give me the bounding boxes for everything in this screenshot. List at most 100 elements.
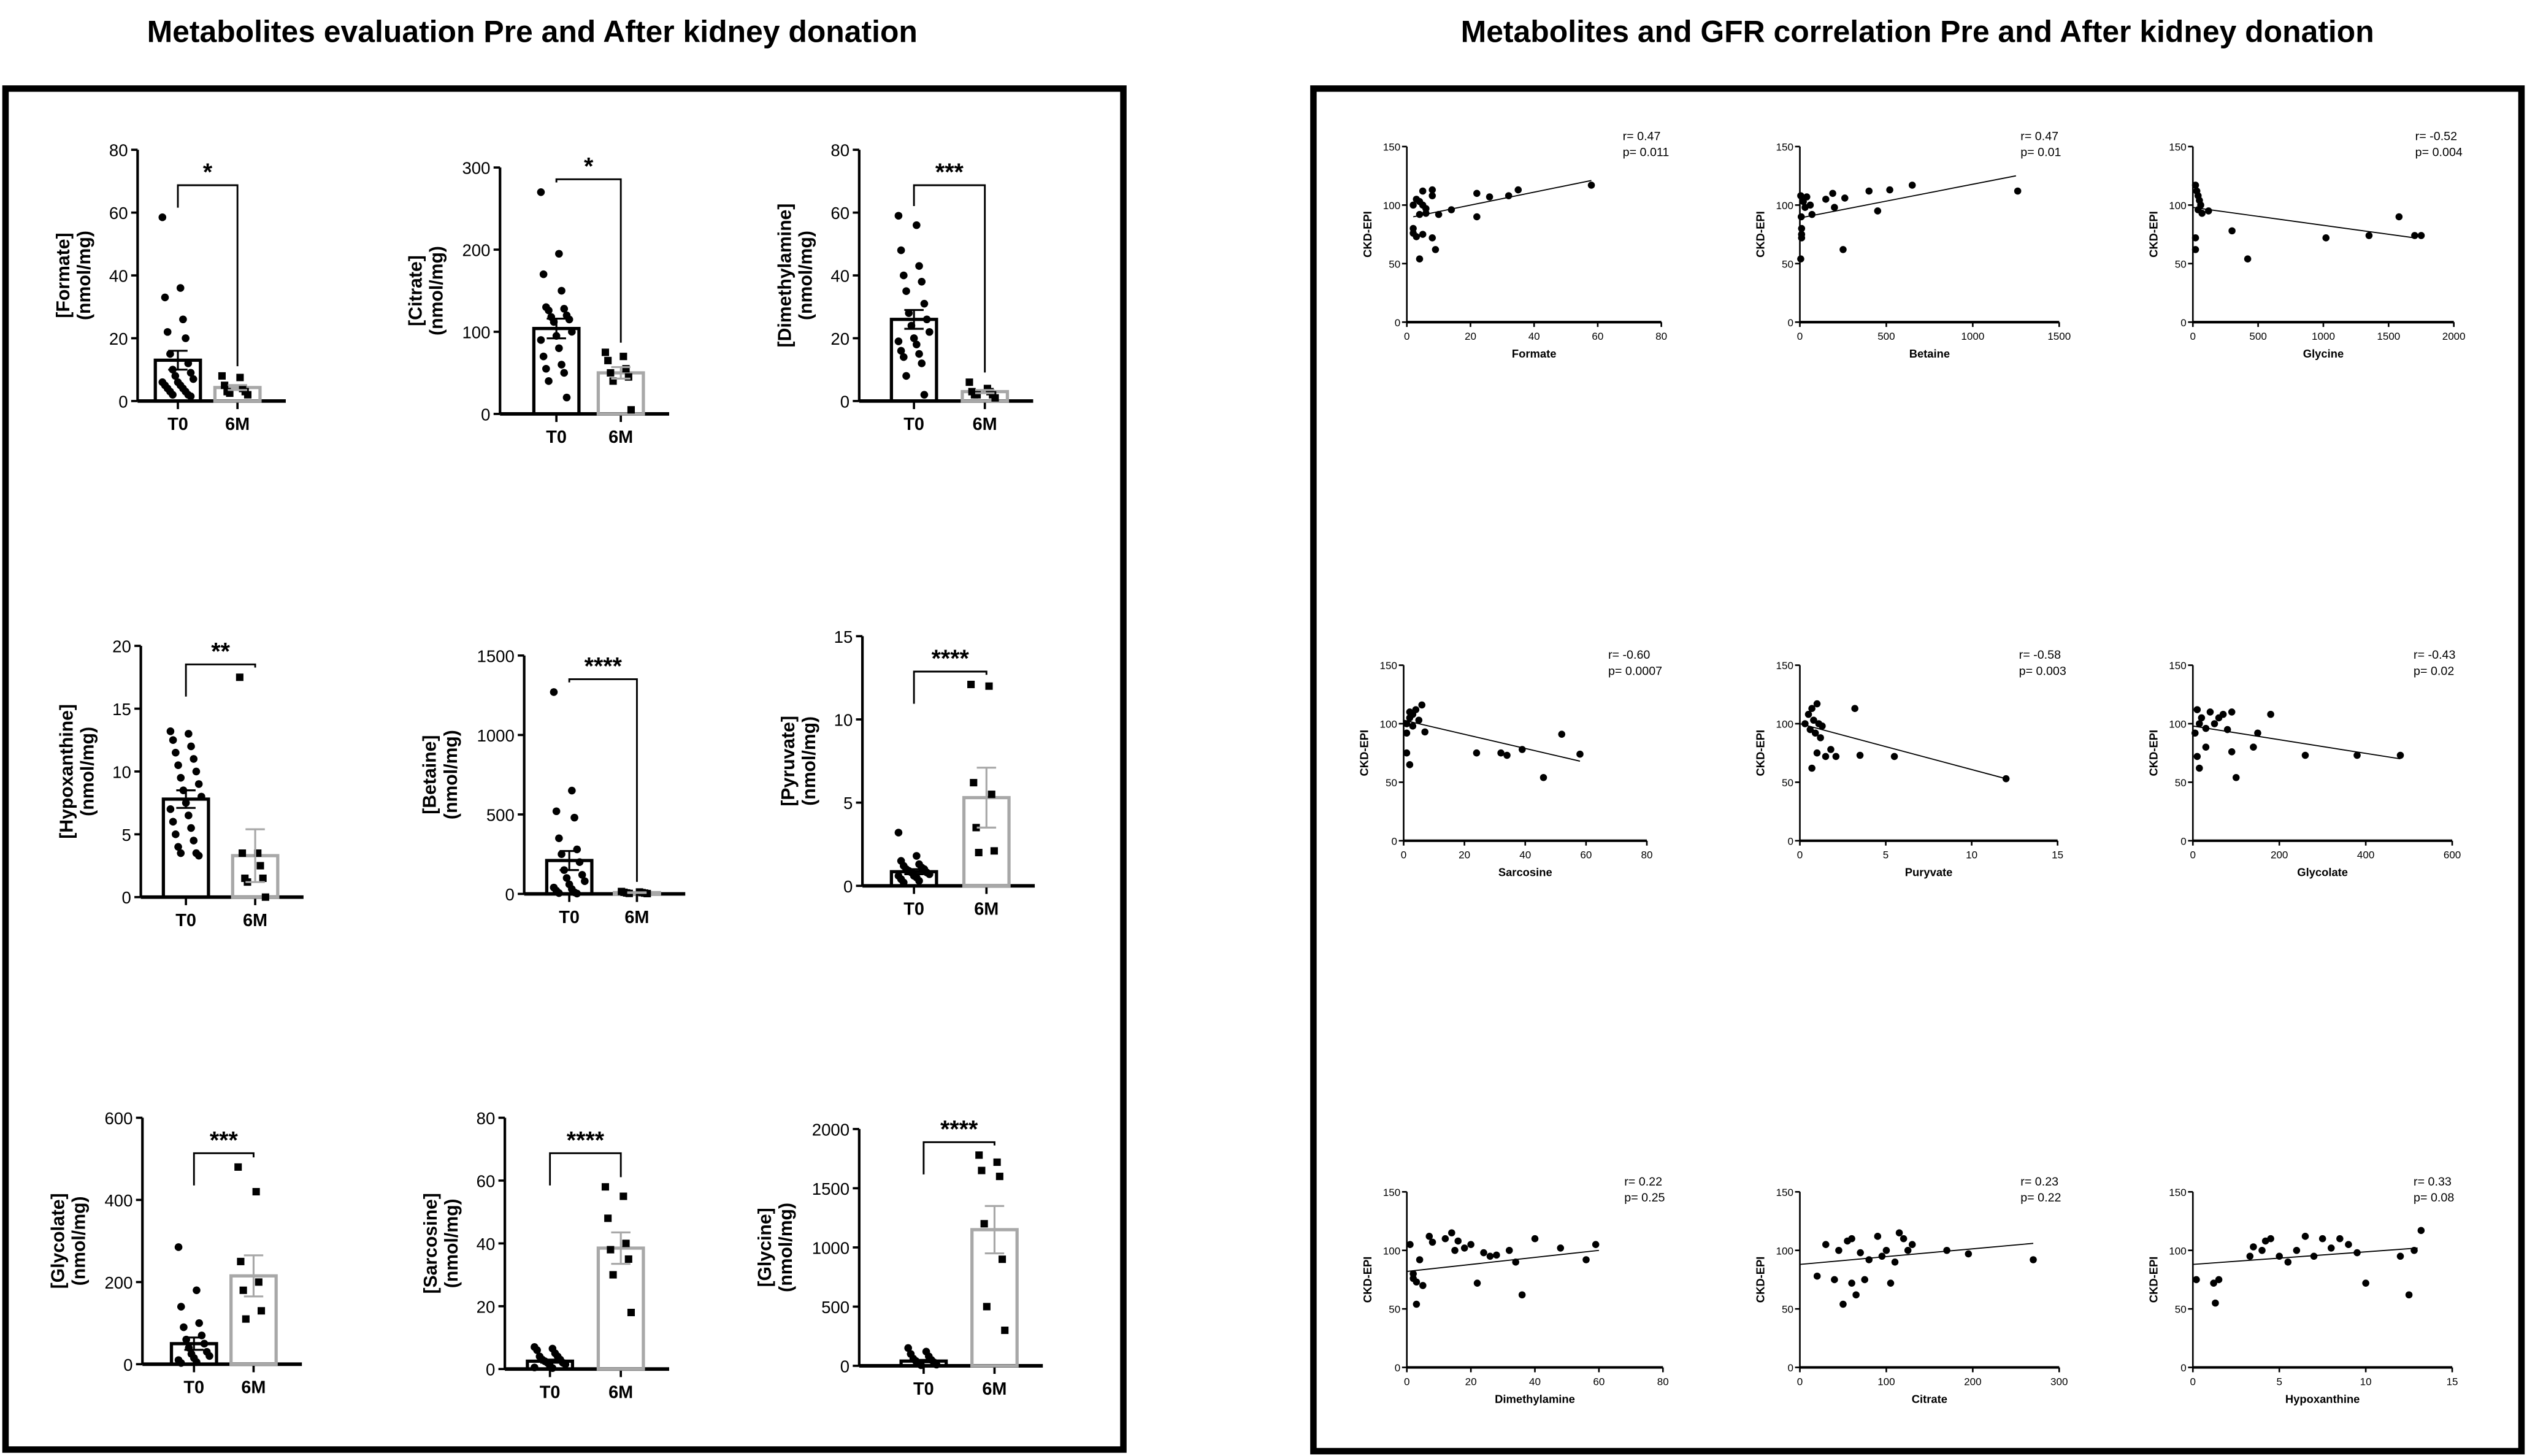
left-panel-title: Metabolites evaluation Pre and After kid… — [147, 14, 918, 48]
data-point-t0 — [200, 1339, 209, 1348]
y-tick-label: 40 — [830, 267, 849, 286]
significance-bracket — [913, 670, 987, 704]
data-point — [2417, 232, 2425, 239]
y-tick-label: 100 — [1776, 1245, 1793, 1257]
data-point-t0 — [158, 213, 167, 221]
y-tick-label: 50 — [1782, 258, 1793, 270]
correlation-p: p= 0.01 — [2020, 146, 2061, 159]
data-point-t0 — [568, 786, 576, 795]
data-point — [2395, 213, 2403, 221]
data-point — [2246, 1252, 2254, 1260]
data-point — [2228, 227, 2236, 235]
data-point — [1797, 192, 1804, 199]
x-tick-label: 15 — [2447, 1376, 2458, 1387]
correlation-p: p= 0.0007 — [1608, 664, 1662, 678]
data-point-t0 — [570, 813, 578, 822]
x-tick-label: 0 — [1404, 331, 1409, 342]
y-tick-label: 0 — [1395, 317, 1400, 329]
data-point — [1473, 190, 1481, 197]
y-tick-label: 0 — [840, 392, 849, 411]
data-point-t0 — [184, 359, 193, 367]
data-point-t0 — [555, 344, 563, 353]
data-point — [1852, 1291, 1860, 1299]
data-point — [2250, 743, 2257, 751]
data-point-t0 — [560, 305, 569, 313]
x-axis-label: Glycolate — [2297, 866, 2348, 879]
y-tick-label: 15 — [834, 627, 853, 646]
data-point — [1540, 774, 1547, 781]
data-point-6m — [975, 1151, 983, 1159]
category-label: T0 — [540, 1382, 561, 1402]
data-point — [2198, 714, 2206, 722]
data-point — [1486, 1252, 1494, 1260]
data-point — [1848, 1235, 1855, 1243]
x-tick-label: 100 — [1877, 1376, 1895, 1387]
data-point-6m — [607, 369, 615, 377]
significance-stars: **** — [585, 653, 623, 680]
data-point-t0 — [193, 1358, 201, 1366]
y-tick-label: 0 — [2180, 835, 2186, 847]
data-point — [1512, 1259, 1519, 1266]
data-point — [1403, 729, 1411, 737]
data-point-t0 — [562, 393, 571, 402]
x-tick-label: 1000 — [1961, 331, 1984, 342]
x-tick-label: 600 — [2444, 849, 2461, 861]
x-tick-label: 0 — [1797, 849, 1803, 861]
data-point-6m — [999, 1255, 1007, 1263]
data-point — [1895, 1229, 1903, 1236]
y-tick-label: 50 — [2175, 777, 2187, 789]
regression-line — [1800, 1243, 2034, 1265]
data-point-t0 — [172, 748, 180, 757]
y-tick-label: 80 — [109, 141, 128, 160]
y-tick-label: 100 — [2169, 200, 2186, 212]
data-point-t0 — [915, 350, 923, 358]
data-point-t0 — [169, 736, 177, 744]
x-tick-label: 5 — [1883, 849, 1889, 861]
data-point — [1480, 1249, 1487, 1257]
data-point-t0 — [169, 391, 177, 399]
data-point — [1419, 187, 1427, 195]
data-point-6m — [239, 849, 247, 857]
data-point-t0 — [568, 328, 576, 336]
regression-line — [2193, 207, 2415, 239]
y-tick-label: 50 — [1782, 1304, 1793, 1316]
data-point — [1473, 213, 1481, 221]
data-point — [1851, 705, 1858, 712]
y-tick-label: 200 — [104, 1273, 132, 1292]
data-point-6m — [601, 348, 610, 356]
data-point — [1797, 255, 1804, 262]
y-tick-label: 60 — [477, 1171, 496, 1190]
data-point — [1432, 246, 1440, 253]
y-tick-label: 500 — [821, 1298, 849, 1317]
x-tick-label: 1500 — [2047, 331, 2071, 342]
data-point-t0 — [533, 1346, 541, 1354]
data-point — [2345, 1241, 2352, 1248]
category-label: 6M — [241, 1378, 266, 1398]
data-point — [1908, 1241, 1916, 1248]
y-axis-label: [Pyruvate](nmol/mg) — [778, 716, 819, 807]
y-tick-label: 0 — [505, 885, 515, 904]
data-point-t0 — [166, 805, 175, 813]
data-point — [2362, 1279, 2369, 1287]
x-tick-label: 80 — [1641, 849, 1653, 861]
data-point-6m — [972, 824, 980, 832]
y-tick-label: 150 — [1776, 1187, 1793, 1198]
category-label: T0 — [913, 1379, 934, 1399]
data-point — [1822, 196, 1830, 203]
category-label: 6M — [974, 900, 999, 919]
x-tick-label: 0 — [2190, 331, 2196, 342]
data-point — [1890, 753, 1898, 761]
y-tick-label: 500 — [486, 805, 515, 824]
data-point-t0 — [190, 837, 198, 845]
data-point — [1887, 1279, 1895, 1287]
data-point — [1403, 749, 1411, 757]
significance-stars: ** — [211, 638, 230, 665]
y-tick-label: 50 — [1389, 258, 1400, 270]
data-point-6m — [978, 1167, 986, 1174]
